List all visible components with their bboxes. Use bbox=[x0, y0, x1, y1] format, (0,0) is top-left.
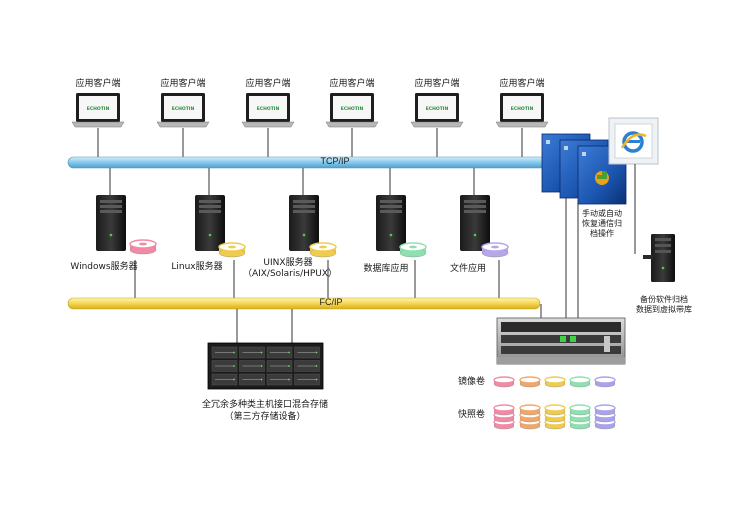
client-label: 应用客户端 bbox=[245, 79, 291, 89]
laptop-icon: ECHOTIN bbox=[495, 93, 549, 128]
laptop-icon: ECHOTIN bbox=[156, 93, 210, 128]
mirror-volume-icon bbox=[519, 376, 541, 388]
laptop-screen-text: ECHOTIN bbox=[426, 106, 449, 112]
client-label: 应用客户端 bbox=[160, 79, 206, 89]
laptop-icon: ECHOTIN bbox=[410, 93, 464, 128]
server-label-unix: UINX服务器 bbox=[263, 258, 313, 268]
server-label-windows: Windows服务器 bbox=[70, 262, 138, 272]
server-tower-icon bbox=[460, 195, 490, 251]
client-label: 应用客户端 bbox=[414, 79, 460, 89]
laptop-icon: ECHOTIN bbox=[241, 93, 295, 128]
laptop-screen-text: ECHOTIN bbox=[511, 106, 534, 112]
mirror-volume-icon bbox=[569, 376, 591, 388]
server-links bbox=[109, 168, 500, 298]
server-label-file: 文件应用 bbox=[449, 264, 487, 274]
fc-ip-bus bbox=[67, 297, 541, 310]
snapshot-volume-label: 快照卷 bbox=[458, 410, 486, 420]
backup-server bbox=[643, 234, 675, 282]
mirror-volume-label: 镜像卷 bbox=[458, 377, 486, 387]
client-laptops: ECHOTIN ECHOTIN ECHOTIN ECHOTIN ECHOTIN ECHOT… bbox=[71, 93, 549, 128]
laptop-screen-text: ECHOTIN bbox=[257, 106, 280, 112]
server-tower-icon bbox=[376, 195, 406, 251]
server-label-database: 数据库应用 bbox=[363, 264, 409, 274]
snapshot-volume-icon bbox=[493, 404, 515, 430]
servers bbox=[96, 195, 509, 258]
ie-browser-icon bbox=[608, 117, 659, 254]
server-label-linux: Linux服务器 bbox=[171, 262, 223, 272]
mirror-volume-icon bbox=[493, 376, 515, 388]
manual-op-label: 手动或自动 恢复通信归 档操作 bbox=[582, 209, 622, 238]
mirror-volumes bbox=[493, 376, 616, 388]
client-links bbox=[97, 128, 523, 158]
fc-ip-bus-label: FC/IP bbox=[319, 297, 343, 307]
laptop-icon: ECHOTIN bbox=[325, 93, 379, 128]
server-tower-icon bbox=[289, 195, 319, 251]
laptop-screen-text: ECHOTIN bbox=[87, 106, 110, 112]
tcp-ip-bus bbox=[67, 156, 549, 169]
snapshot-volume-icon bbox=[594, 404, 616, 430]
disk-volume-icon bbox=[218, 242, 246, 258]
client-label: 应用客户端 bbox=[329, 79, 375, 89]
laptop-screen-text: ECHOTIN bbox=[172, 106, 195, 112]
virtual-tape-library bbox=[496, 304, 626, 365]
laptop-screen-text: ECHOTIN bbox=[341, 106, 364, 112]
client-label: 应用客户端 bbox=[499, 79, 545, 89]
snapshot-volumes bbox=[493, 404, 616, 430]
disk-volume-icon bbox=[481, 242, 509, 258]
tcp-ip-bus-label: TCP/IP bbox=[320, 156, 350, 166]
backup-label: 备份软件归档 数据到虚拟带库 bbox=[636, 295, 692, 314]
server-tower-icon bbox=[96, 195, 126, 251]
client-label: 应用客户端 bbox=[75, 79, 121, 89]
storage-label: 全冗余多种类主机接口混合存储 （第三方存储设备） bbox=[201, 400, 329, 422]
snapshot-volume-icon bbox=[519, 404, 541, 430]
laptop-icon: ECHOTIN bbox=[71, 93, 125, 128]
disk-volume-icon bbox=[129, 239, 157, 255]
mirror-volume-icon bbox=[594, 376, 616, 388]
server-label-unix-variants: （AIX/Solaris/HPUX） bbox=[242, 269, 338, 279]
mirror-volume-icon bbox=[544, 376, 566, 388]
snapshot-volume-icon bbox=[544, 404, 566, 430]
disk-volume-icon bbox=[399, 242, 427, 258]
server-tower-icon bbox=[195, 195, 225, 251]
disk-volume-icon bbox=[309, 242, 337, 258]
snapshot-volume-icon bbox=[569, 404, 591, 430]
storage-array bbox=[207, 309, 324, 390]
